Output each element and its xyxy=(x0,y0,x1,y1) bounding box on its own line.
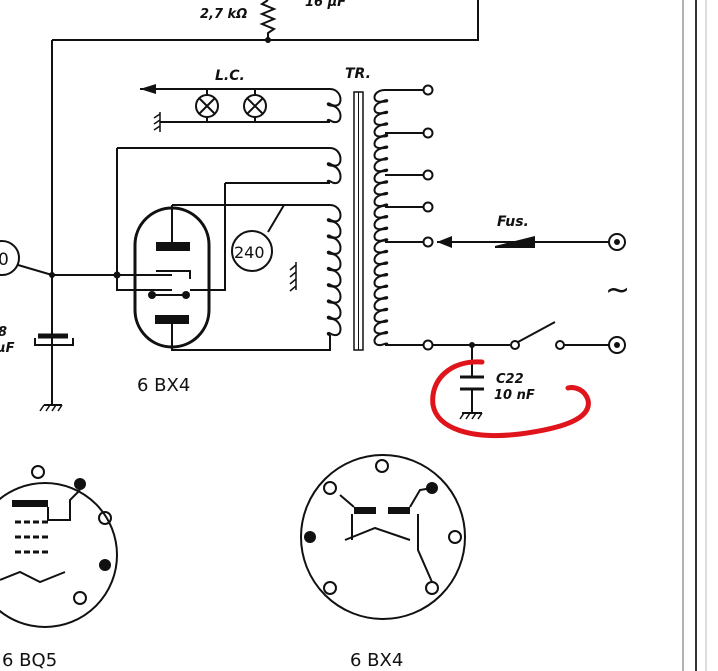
pilot-lamp xyxy=(195,89,267,122)
mains-terminal xyxy=(608,336,626,354)
transformer-label: TR. xyxy=(345,66,371,82)
tube-main-label: 6 BX4 xyxy=(137,375,190,396)
red-annotation-circle xyxy=(430,359,591,439)
c22-value: 10 nF xyxy=(494,388,535,403)
coil-winding xyxy=(326,204,342,337)
resistor-value: 2,7 kΩ xyxy=(200,7,247,22)
arrow-left-icon xyxy=(140,84,156,94)
socket-left-label: 6 BQ5 xyxy=(2,650,57,671)
meter-left xyxy=(0,240,20,276)
capacitor-left-value-b: µF xyxy=(0,341,15,356)
transformer-core xyxy=(353,91,364,351)
arrow-left-icon xyxy=(437,236,452,248)
page-edge xyxy=(682,0,707,671)
meter-left-label: 0 xyxy=(0,250,9,270)
lc-label: L.C. xyxy=(215,68,245,84)
power-switch xyxy=(517,321,556,343)
coil-winding xyxy=(326,88,342,124)
mains-terminal xyxy=(608,233,626,251)
tube-6bx4 xyxy=(133,206,211,349)
meter-240-label: 240 xyxy=(234,243,265,262)
capacitor-c22 xyxy=(459,345,484,420)
capacitor-top-value: 16 µF xyxy=(305,0,346,10)
fuse-label: Fus. xyxy=(497,214,529,230)
b-plus-bus xyxy=(52,0,479,41)
secondary-taps xyxy=(385,84,434,351)
socket-6bq5 xyxy=(0,465,118,628)
capacitor-left-value-a: 8 xyxy=(0,325,7,340)
c22-name: C22 xyxy=(496,372,524,387)
capacitor-left xyxy=(34,333,74,412)
ac-symbol: ~ xyxy=(605,273,630,308)
coil-winding xyxy=(373,89,389,347)
transformer-windings xyxy=(326,88,389,347)
meter-240 xyxy=(231,230,273,272)
resistor-r xyxy=(259,0,277,43)
socket-right-label: 6 BX4 xyxy=(350,650,403,671)
socket-6bx4 xyxy=(300,454,466,620)
coil-winding xyxy=(326,147,342,185)
fuse xyxy=(495,236,535,248)
